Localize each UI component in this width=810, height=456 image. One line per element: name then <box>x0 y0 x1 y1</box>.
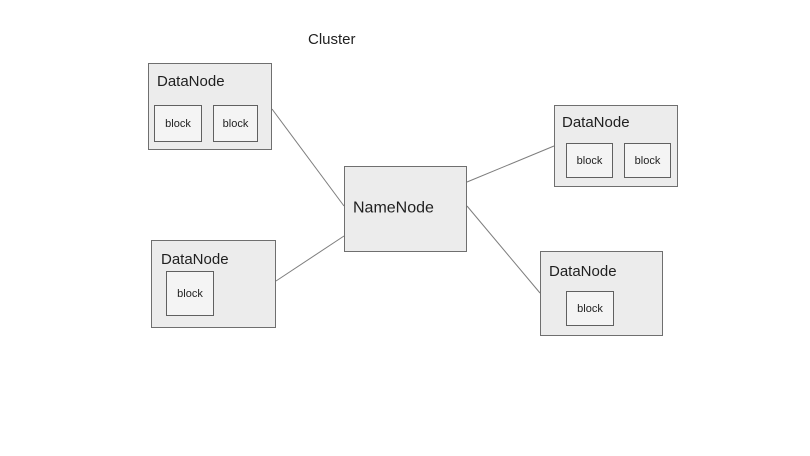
block-box: block <box>166 271 214 316</box>
datanode-label: DataNode <box>157 73 225 90</box>
connector-namenode-to-datanode-bottom-left <box>275 235 345 282</box>
block-box: block <box>213 105 258 142</box>
connector-namenode-to-datanode-top-right <box>466 145 555 183</box>
datanode-box-bottom-left: DataNode block <box>151 240 276 328</box>
block-box: block <box>624 143 671 178</box>
datanode-box-top-left: DataNode block block <box>148 63 272 150</box>
connector-namenode-to-datanode-bottom-right <box>466 205 541 294</box>
datanode-label: DataNode <box>161 251 229 268</box>
datanode-label: DataNode <box>549 263 617 280</box>
namenode-label: NameNode <box>353 199 434 217</box>
block-box: block <box>154 105 202 142</box>
datanode-label: DataNode <box>562 114 630 131</box>
block-box: block <box>566 291 614 326</box>
block-box: block <box>566 143 613 178</box>
connector-namenode-to-datanode-top-left <box>271 108 345 207</box>
cluster-title: Cluster <box>308 31 356 48</box>
namenode-box: NameNode <box>344 166 467 252</box>
datanode-box-bottom-right: DataNode block <box>540 251 663 336</box>
datanode-box-top-right: DataNode block block <box>554 105 678 187</box>
